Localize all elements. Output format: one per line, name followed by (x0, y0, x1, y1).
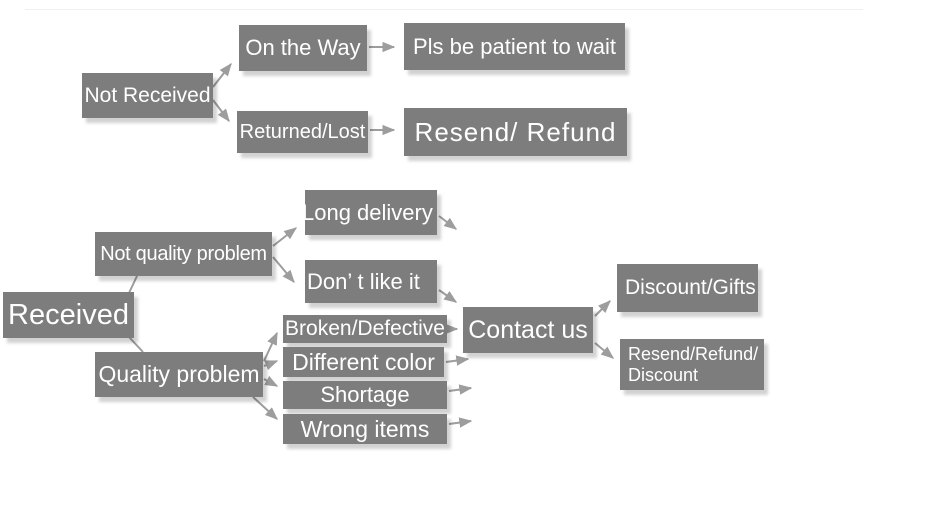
connector-contact-discountgifts (594, 300, 611, 317)
node-long-delivery-label: Long delivery (305, 199, 433, 225)
connector-quality-shortage (263, 375, 279, 387)
node-quality-problem: Quality problem (95, 352, 263, 397)
connector-dontlike-contact (438, 289, 458, 303)
connector-wrong-out (448, 417, 473, 428)
node-broken-defective: Broken/Defective (283, 315, 447, 343)
node-returned-lost: Returned/Lost (237, 111, 368, 153)
connector-shortage-out (448, 384, 473, 395)
node-not-received: Not Received (82, 73, 213, 118)
node-shortage: Shortage (283, 381, 447, 409)
divider-line (25, 9, 863, 10)
node-discount-gifts: Discount/Gifts (617, 264, 758, 312)
node-shortage-label: Shortage (320, 382, 410, 407)
node-pls-be-patient: Pls be patient to wait (404, 23, 625, 70)
connector-notreceived-returnedlost (212, 99, 230, 123)
node-received: Received (3, 292, 134, 338)
node-resend-refund: Resend/ Refund (404, 108, 627, 156)
node-resend-refund-discount: Resend/Refund/ Discount (620, 339, 764, 390)
node-pls-be-patient-label: Pls be patient to wait (412, 33, 616, 59)
connector-notreceived-ontheway (212, 62, 232, 88)
connector-quality-wrong (252, 396, 278, 420)
node-on-the-way-label: On the Way (245, 35, 361, 60)
node-on-the-way: On the Way (239, 25, 367, 71)
node-quality-problem-label: Quality problem (98, 361, 260, 387)
connector-notquality-dontlike (272, 256, 295, 283)
node-not-quality-problem-label: Not quality problem (100, 242, 267, 265)
connector-received-notquality (128, 275, 138, 294)
connector-different-out (445, 355, 470, 366)
node-contact-us: Contact us (463, 307, 593, 353)
connector-notquality-longdelivery (272, 227, 298, 247)
node-wrong-items-label: Wrong items (300, 415, 430, 442)
node-broken-defective-label: Broken/Defective (285, 317, 445, 340)
node-wrong-items: Wrong items (283, 414, 447, 444)
connector-contact-resendrefunddiscount (594, 342, 614, 359)
node-resend-refund-label: Resend/ Refund (414, 116, 617, 147)
node-different-color: Different color (283, 347, 444, 377)
node-dont-like-it-label: Don’ t like it (307, 268, 420, 294)
node-dont-like-it: Don’ t like it (305, 260, 437, 303)
node-discount-gifts-label: Discount/Gifts (625, 276, 756, 299)
node-contact-us-label: Contact us (468, 315, 588, 344)
node-different-color-label: Different color (292, 348, 435, 375)
connector-quality-different (263, 360, 279, 371)
connector-longdelivery-out (438, 215, 458, 230)
node-resend-refund-discount-line1: Resend/Refund/ (628, 343, 759, 364)
node-received-label: Received (8, 298, 129, 331)
node-long-delivery: Long delivery (305, 190, 437, 235)
connector-received-quality (128, 336, 144, 353)
node-resend-refund-discount-line2: Discount (628, 364, 699, 385)
connector-quality-broken (263, 331, 278, 362)
node-returned-lost-label: Returned/Lost (239, 120, 366, 143)
node-not-received-label: Not Received (84, 83, 211, 107)
node-not-quality-problem: Not quality problem (95, 232, 272, 276)
